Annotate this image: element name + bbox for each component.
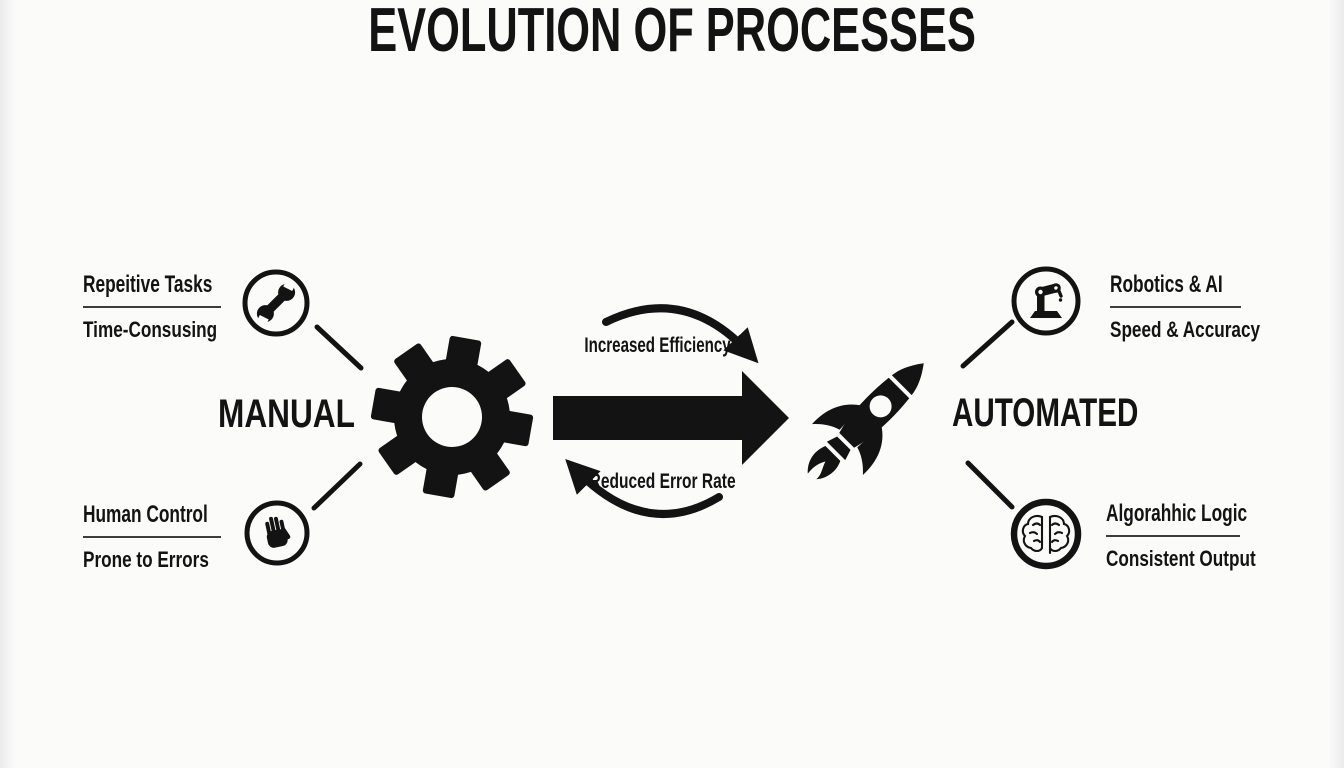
increased-efficiency-text: Increased Efficiency (584, 334, 732, 357)
automated-stage-text: AUTOMATED (952, 391, 1139, 435)
gear-icon (370, 335, 534, 499)
feature-title: Algorahhic Logic (1106, 500, 1248, 527)
brain-icon (1010, 498, 1082, 570)
divider-line (83, 536, 221, 538)
feature-left-top: Repeitive Tasks Time-Consusing (83, 270, 263, 343)
connector-line-left-top (314, 324, 364, 371)
feature-subtitle: Consistent Output (1106, 546, 1256, 571)
feature-subtitle: Prone to Errors (83, 547, 209, 572)
reduced-error-rate-label: Reduced Error Rate (513, 471, 813, 492)
increased-efficiency-arrow (602, 304, 759, 364)
transition-arrow (553, 371, 789, 465)
divider-line (83, 306, 221, 308)
feature-left-bottom: Human Control Prone to Errors (83, 500, 256, 573)
connector-lines (311, 319, 1015, 511)
feature-subtitle: Time-Consusing (83, 317, 218, 342)
automated-stage-label: AUTOMATED (952, 393, 1204, 433)
feature-title: Human Control (83, 501, 208, 528)
connector-line-right-bottom (965, 460, 1015, 510)
increased-efficiency-label: Increased Efficiency (508, 335, 808, 356)
connector-line-right-top (960, 319, 1015, 369)
feature-right-bottom: Algorahhic Logic Consistent Output (1106, 499, 1302, 572)
feature-right-top: Robotics & AI Speed & Accuracy (1110, 270, 1302, 343)
divider-line (1106, 535, 1240, 537)
page-title-text: EVOLUTION OF PROCESSES (368, 0, 976, 65)
hand-icon (244, 500, 310, 566)
page-title: EVOLUTION OF PROCESSES (0, 0, 1344, 62)
manual-stage-text: MANUAL (218, 392, 355, 436)
manual-stage-label: MANUAL (218, 394, 391, 434)
wrench-icon (242, 269, 310, 337)
connector-line-left-bottom (311, 461, 363, 511)
divider-line (1110, 306, 1241, 308)
feature-title: Robotics & AI (1110, 271, 1223, 298)
reduced-error-rate-arrow (565, 459, 723, 518)
rocket-icon (807, 363, 924, 480)
robot-arm-icon (1011, 266, 1081, 336)
feature-subtitle: Speed & Accuracy (1110, 317, 1261, 342)
reduced-error-rate-text: Reduced Error Rate (590, 470, 736, 493)
feature-title: Repeitive Tasks (83, 271, 213, 298)
